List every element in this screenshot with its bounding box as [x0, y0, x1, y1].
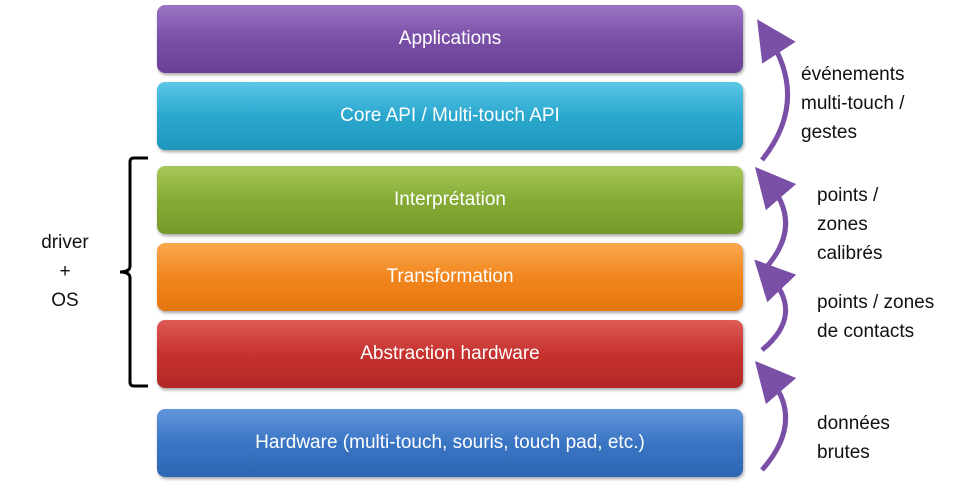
- layer-label: Hardware (multi-touch, souris, touch pad…: [255, 432, 645, 453]
- label-line: événements: [801, 64, 905, 85]
- bracket-icon: [119, 156, 148, 388]
- layer-hardware: Hardware (multi-touch, souris, touch pad…: [157, 409, 743, 477]
- arrow-up-icon: [757, 19, 796, 162]
- arrow-up-icon: [754, 259, 797, 352]
- label-line: zones: [817, 214, 868, 235]
- layer-label: Applications: [398, 28, 502, 49]
- label-line: OS: [51, 290, 79, 311]
- label-line: points / zones: [817, 292, 935, 313]
- label-line: points /: [817, 185, 879, 206]
- annotation-events: événements multi-touch / gestes: [801, 60, 905, 147]
- bracket-label: driver + OS: [40, 228, 90, 315]
- label-line: brutes: [817, 442, 870, 463]
- arrow-up-icon: [754, 360, 797, 472]
- label-line: gestes: [801, 122, 857, 143]
- arrow-up-icon: [754, 166, 797, 274]
- layer-label: Interprétation: [394, 189, 506, 210]
- layer-applications: Applications: [157, 5, 743, 73]
- label-line: de contacts: [817, 321, 915, 342]
- layer-label: Core API / Multi-touch API: [340, 105, 560, 126]
- label-line: +: [59, 261, 71, 282]
- layer-label: Abstraction hardware: [360, 343, 540, 364]
- annotation-raw-data: données brutes: [817, 409, 890, 467]
- annotation-contacts: points / zones de contacts: [817, 288, 934, 346]
- label-line: données: [817, 413, 890, 434]
- layer-label: Transformation: [386, 266, 514, 287]
- label-line: calibrés: [817, 243, 883, 264]
- layer-interpretation: Interprétation: [157, 166, 743, 234]
- label-line: multi-touch /: [801, 93, 905, 114]
- label-line: driver: [41, 232, 89, 253]
- layer-core-api: Core API / Multi-touch API: [157, 82, 743, 150]
- annotation-calibrated: points / zones calibrés: [817, 181, 882, 268]
- layer-abstraction-hardware: Abstraction hardware: [157, 320, 743, 388]
- layer-transformation: Transformation: [157, 243, 743, 311]
